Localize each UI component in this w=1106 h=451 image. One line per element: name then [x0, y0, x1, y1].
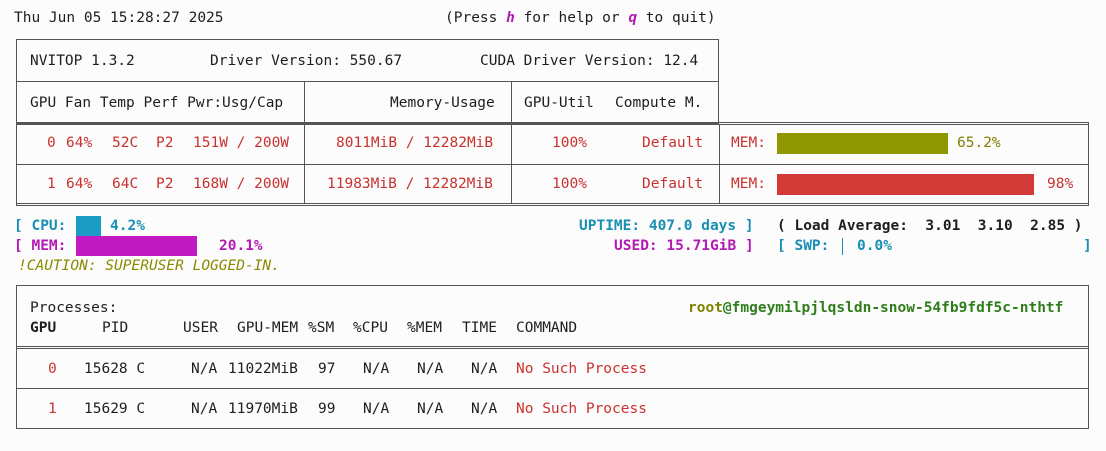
proc-sm: 97 [318, 361, 336, 377]
mem-used: USED: 15.71GiB ] [614, 238, 754, 254]
divider [719, 124, 720, 204]
proc-time: N/A [471, 401, 498, 417]
col-header-compute: Compute M. [615, 95, 703, 111]
divider [304, 81, 305, 124]
col-time: TIME [462, 320, 497, 336]
proc-command: No Such Process [516, 361, 647, 377]
gpu-temp: 64C [112, 176, 139, 192]
divider [511, 124, 512, 204]
proc-sm: 99 [318, 401, 336, 417]
compute-mode: Default [642, 176, 704, 192]
mem-label: [ MEM: [14, 238, 67, 254]
divider [304, 124, 305, 204]
host-mem-bar [76, 236, 197, 256]
proc-pid: 15629 C [84, 401, 146, 417]
gpu-util: 100% [552, 176, 587, 192]
col-cpu: %CPU [353, 320, 388, 336]
col-header-gpu: GPU Fan Temp Perf Pwr:Usg/Cap [30, 95, 284, 111]
host-name: @fmgeymilpjlqsldn-snow-54fb9fdf5c-nthtf [722, 300, 1064, 316]
proc-cpu: N/A [363, 361, 390, 377]
help-prefix: (Press [445, 10, 507, 26]
quit-key[interactable]: q [628, 10, 638, 26]
help-suffix: to quit) [637, 10, 716, 26]
col-sm: %SM [308, 320, 335, 336]
mem-bar-label: MEM: [731, 176, 766, 192]
gpu-fan: 64% [66, 176, 93, 192]
gpu-power: 168W / 200W [193, 176, 290, 192]
cpu-bar [76, 216, 101, 236]
gpu0-memory-percent: 65.2% [957, 135, 1001, 151]
divider [16, 203, 1089, 206]
swp-close: ] [1083, 238, 1092, 254]
gpu-fan: 64% [66, 135, 93, 151]
driver-version: Driver Version: 550.67 [210, 53, 403, 69]
processes-box [16, 285, 1089, 429]
proc-pid: 15628 C [84, 361, 146, 377]
user-host: root@fmgeymilpjlqsldn-snow-54fb9fdf5c-nt… [688, 300, 1063, 316]
col-gpu-mem: GPU-MEM [237, 320, 299, 336]
nvitop-version: NVITOP 1.3.2 [30, 53, 135, 69]
divider [16, 122, 1089, 125]
load-average: ( Load Average: 3.01 3.10 2.85 ) [777, 218, 1083, 234]
datetime: Thu Jun 05 15:28:27 2025 [14, 10, 224, 26]
swp-percent: 0.0% [857, 238, 892, 254]
proc-gpu-mem: 11022MiB [228, 361, 298, 377]
gpu-id: 1 [47, 176, 56, 192]
divider [16, 388, 1089, 389]
col-pid: PID [102, 320, 129, 336]
proc-gpu: 1 [48, 401, 57, 417]
mem-bar-label: MEM: [731, 135, 766, 151]
divider [16, 346, 1089, 349]
col-header-memory: Memory-Usage [390, 95, 495, 111]
divider [511, 81, 512, 124]
gpu1-memory-bar [777, 174, 1034, 195]
processes-title: Processes: [30, 300, 118, 316]
gpu-power: 151W / 200W [193, 135, 290, 151]
help-hint: (Press h for help or q to quit) [445, 10, 716, 26]
proc-time: N/A [471, 361, 498, 377]
swp-label: [ SWP: [777, 238, 830, 254]
col-gpu: GPU [30, 320, 57, 336]
proc-user: N/A [191, 401, 218, 417]
help-key[interactable]: h [506, 10, 515, 26]
caution-message: !CAUTION: SUPERUSER LOGGED-IN. [18, 258, 280, 274]
gpu-memory-usage: 11983MiB / 12282MiB [327, 176, 493, 192]
gpu0-memory-bar [777, 133, 948, 154]
swp-bar [842, 238, 843, 255]
gpu-temp: 52C [112, 135, 139, 151]
cuda-version: CUDA Driver Version: 12.4 [480, 53, 699, 69]
col-user: USER [183, 320, 218, 336]
proc-mem: N/A [417, 401, 444, 417]
mem-percent: 20.1% [219, 238, 263, 254]
gpu-perf: P2 [156, 176, 174, 192]
gpu-util: 100% [552, 135, 587, 151]
proc-gpu: 0 [48, 361, 57, 377]
proc-cpu: N/A [363, 401, 390, 417]
col-mem: %MEM [407, 320, 442, 336]
proc-command: No Such Process [516, 401, 647, 417]
divider [16, 81, 719, 82]
cpu-label: [ CPU: [14, 218, 67, 234]
gpu-id: 0 [47, 135, 56, 151]
gpu1-memory-percent: 98% [1047, 176, 1074, 192]
compute-mode: Default [642, 135, 704, 151]
proc-user: N/A [191, 361, 218, 377]
proc-mem: N/A [417, 361, 444, 377]
col-command: COMMAND [516, 320, 578, 336]
gpu-perf: P2 [156, 135, 174, 151]
uptime: UPTIME: 407.0 days ] [579, 218, 754, 234]
col-header-util: GPU-Util [524, 95, 594, 111]
divider [16, 164, 1089, 165]
user-name: root [688, 300, 723, 316]
proc-gpu-mem: 11970MiB [228, 401, 298, 417]
help-mid: for help or [514, 10, 629, 26]
gpu-memory-usage: 8011MiB / 12282MiB [336, 135, 494, 151]
cpu-percent: 4.2% [110, 218, 145, 234]
